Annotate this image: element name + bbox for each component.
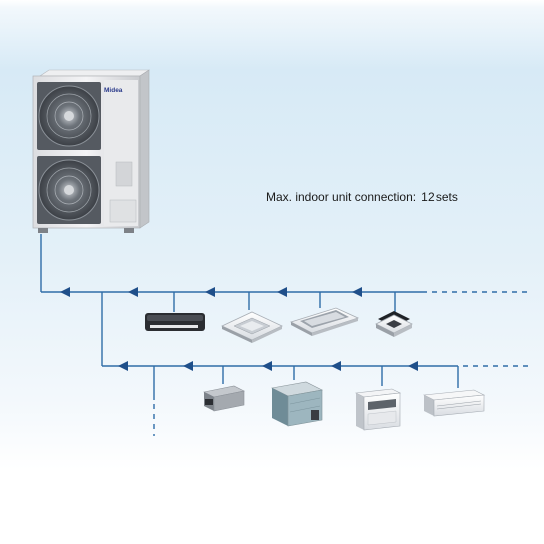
caption-count: 12 [421,190,435,204]
pipe-continuation-dashes [153,291,528,436]
arrow-icon [183,361,193,371]
wall-mounted-unit-icon [145,313,205,331]
arrow-icon [205,287,215,297]
caption-prefix: Max. indoor unit connection: [266,190,417,204]
arrow-icon [60,287,70,297]
ceiling-floor-unit-icon [422,389,486,417]
max-connection-caption: Max. indoor unit connection: 12sets [266,190,458,204]
high-static-duct-icon [271,381,323,427]
arrow-icon [331,361,341,371]
outdoor-condenser-icon [32,69,150,233]
floor-standing-unit-icon [354,388,402,431]
one-way-cassette-icon [289,307,360,336]
arrow-icon [352,287,362,297]
flow-arrows [60,287,418,371]
arrow-icon [128,287,138,297]
four-way-cassette-icon [221,311,283,343]
arrow-icon [408,361,418,371]
duct-unit-icon [203,385,245,412]
arrow-icon [262,361,272,371]
arrow-icon [118,361,128,371]
compact-cassette-icon [375,311,413,337]
arrow-icon [277,287,287,297]
brand-logo: Midea [104,87,123,94]
caption-unit: sets [435,190,458,204]
refrigerant-pipes [40,234,459,400]
